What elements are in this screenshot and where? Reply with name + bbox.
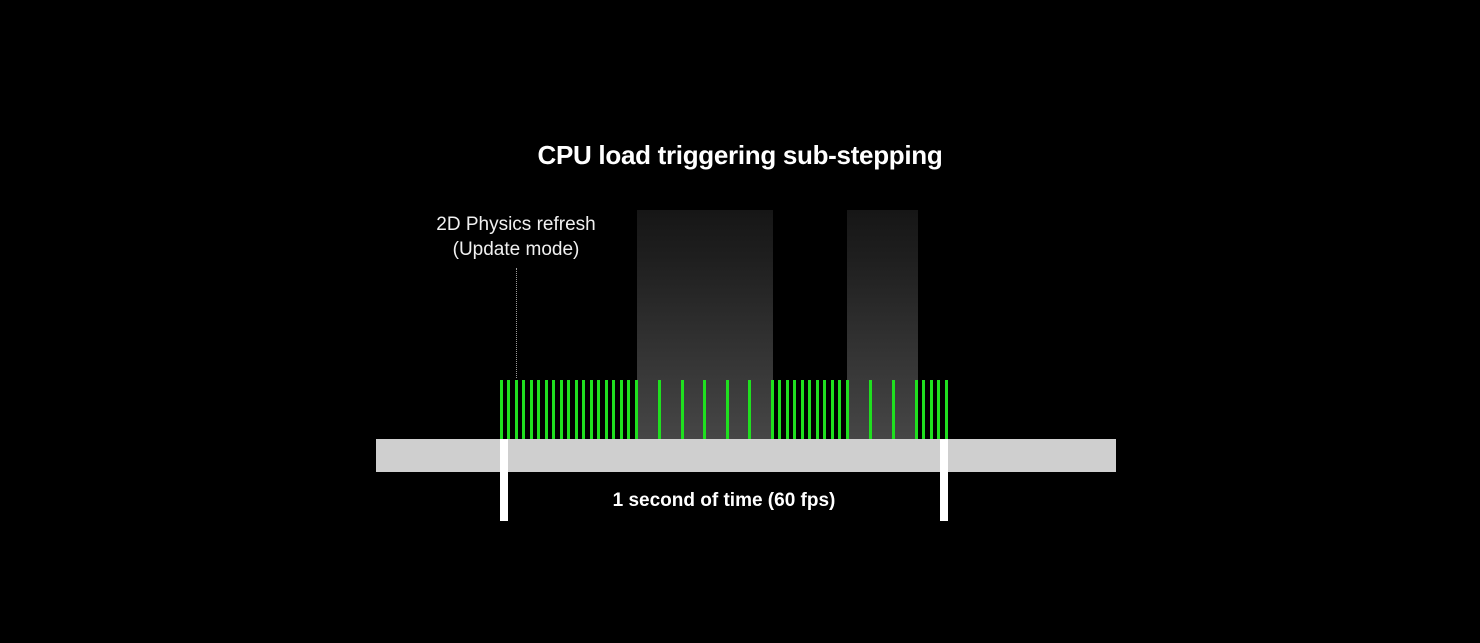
physics-tick [891,380,895,439]
physics-tick [522,380,525,439]
physics-tick [914,380,918,439]
physics-tick [597,380,600,439]
physics-tick [785,380,789,439]
physics-tick [823,380,826,439]
physics-tick [770,380,774,439]
physics-tick [507,380,510,439]
physics-tick [619,380,623,439]
physics-tick [725,380,729,439]
physics-tick [944,380,948,439]
physics-tick [808,380,811,439]
physics-tick [845,380,849,439]
physics-tick [499,380,503,439]
physics-tick [574,380,578,439]
physics-tick [514,380,518,439]
timeline-caption: 1 second of time (60 fps) [612,490,836,511]
callout-line-1: 2D Physics refresh [436,214,596,235]
diagram-title: CPU load triggering sub-stepping [537,140,943,170]
physics-tick [937,380,940,439]
physics-refresh-callout: 2D Physics refresh (Update mode) [406,212,626,262]
physics-tick [778,380,781,439]
cpu-load-region [847,210,918,439]
physics-tick [537,380,540,439]
physics-tick [929,380,933,439]
physics-tick [627,380,630,439]
callout-leader-line [516,268,517,378]
physics-tick [589,380,593,439]
physics-tick [552,380,555,439]
physics-tick [830,380,834,439]
physics-tick [748,380,751,439]
timeline-bar [376,439,1116,472]
physics-tick [680,380,684,439]
physics-tick [838,380,841,439]
physics-tick [612,380,615,439]
callout-line-2: (Update mode) [452,239,580,260]
physics-tick [582,380,585,439]
physics-tick [800,380,804,439]
physics-tick [868,380,872,439]
second-boundary-marker [500,439,508,521]
physics-tick [559,380,563,439]
physics-tick [544,380,548,439]
physics-tick [815,380,819,439]
second-boundary-marker [940,439,948,521]
physics-tick [922,380,925,439]
physics-tick [658,380,661,439]
physics-tick [604,380,608,439]
physics-tick [634,380,638,439]
physics-tick [793,380,796,439]
physics-tick [567,380,570,439]
physics-tick [529,380,533,439]
physics-tick [703,380,706,439]
